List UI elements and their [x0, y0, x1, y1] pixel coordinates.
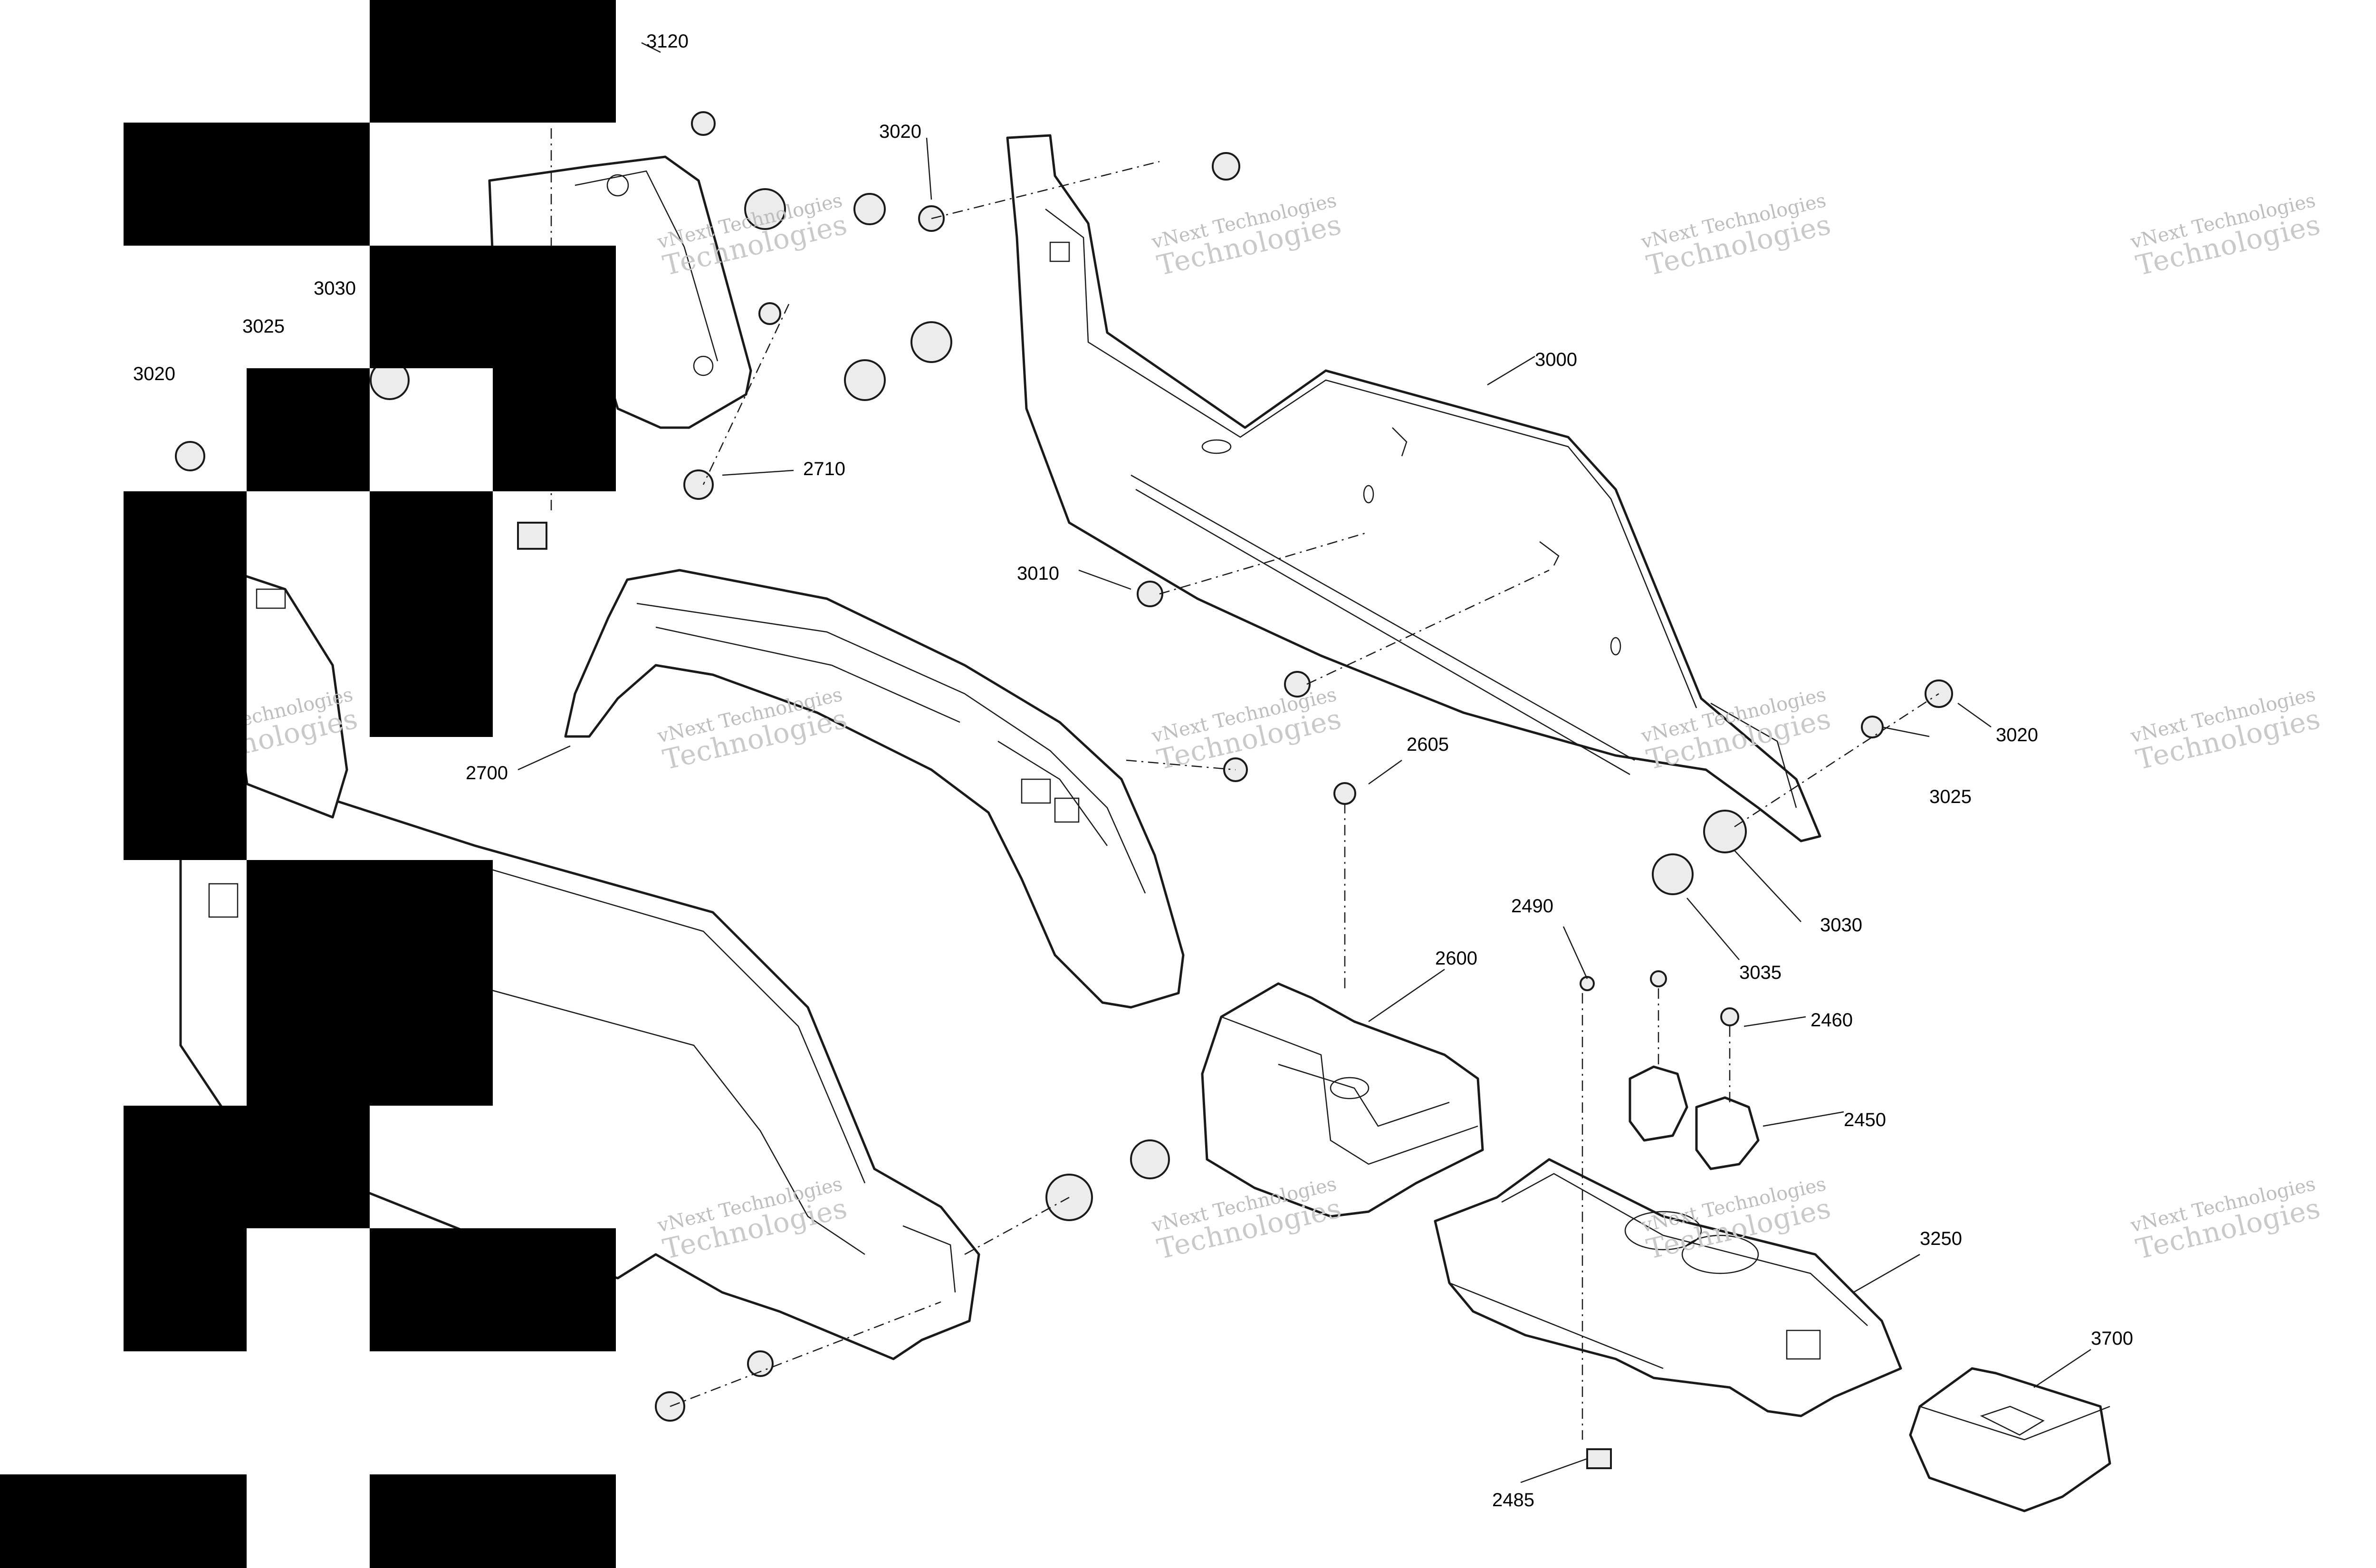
redaction-block — [370, 1228, 616, 1351]
redaction-block — [370, 1474, 616, 1568]
callout-2450: 2450 — [1844, 1109, 1886, 1130]
callout-2490: 2490 — [1511, 896, 1553, 917]
redaction-block — [0, 1474, 247, 1568]
fasteners — [175, 111, 1953, 1469]
assembly-lines — [550, 128, 1939, 1440]
console-panel-3000 — [1006, 134, 1821, 842]
redaction-block — [493, 368, 616, 491]
callout-3010: 3010 — [1017, 563, 1059, 584]
callout-2460: 2460 — [1811, 1010, 1853, 1031]
redaction-block — [124, 123, 370, 246]
redaction-block — [370, 0, 616, 123]
callout-3020-right: 3020 — [1996, 725, 2038, 746]
callout-3030-right: 3030 — [1820, 915, 1862, 936]
redaction-block — [124, 1106, 370, 1228]
callout-3000: 3000 — [1535, 349, 1577, 370]
callout-3030-left: 3030 — [314, 278, 356, 299]
callout-2700: 2700 — [466, 763, 508, 784]
callout-3035: 3035 — [1739, 962, 1782, 983]
cover-3700 — [1909, 1367, 2111, 1512]
callout-3020-left: 3020 — [133, 363, 175, 384]
callout-3020-top: 3020 — [879, 121, 921, 142]
tray-2600 — [1201, 982, 1484, 1218]
redaction-block — [370, 491, 493, 737]
redaction-block — [370, 246, 616, 368]
leader-lines — [517, 42, 2091, 1483]
fender-2700 — [564, 569, 1185, 1009]
redaction-block — [124, 491, 247, 860]
callout-labels: 3120 3020 3030 3025 3020 3000 2710 3010 … — [133, 31, 2133, 1511]
console-base-3250 — [1434, 1158, 1902, 1417]
callout-2710: 2710 — [803, 459, 845, 479]
callout-3120: 3120 — [646, 31, 689, 52]
callout-3025-left: 3025 — [242, 316, 285, 337]
redaction-block — [247, 368, 370, 491]
redaction-block — [247, 860, 493, 1106]
callout-2605: 2605 — [1407, 734, 1449, 755]
callout-3700: 3700 — [2091, 1328, 2133, 1349]
callout-3250: 3250 — [1920, 1228, 1962, 1249]
cup-insert-2450 — [1629, 1065, 1760, 1170]
callout-2485: 2485 — [1492, 1490, 1534, 1511]
redaction-block — [124, 1228, 247, 1351]
callout-3025-right: 3025 — [1929, 786, 1972, 807]
callout-2600: 2600 — [1435, 948, 1477, 969]
